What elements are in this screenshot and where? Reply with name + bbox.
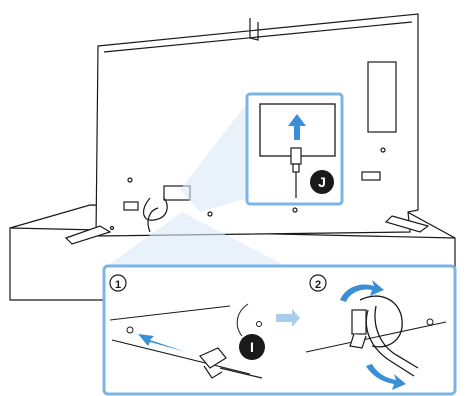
- step-2-label: 2: [315, 279, 321, 291]
- marker-i-label: I: [250, 339, 254, 355]
- clip-in-hand-icon: [350, 310, 366, 348]
- marker-j-label: J: [318, 174, 326, 190]
- step-1-label: 1: [115, 279, 121, 291]
